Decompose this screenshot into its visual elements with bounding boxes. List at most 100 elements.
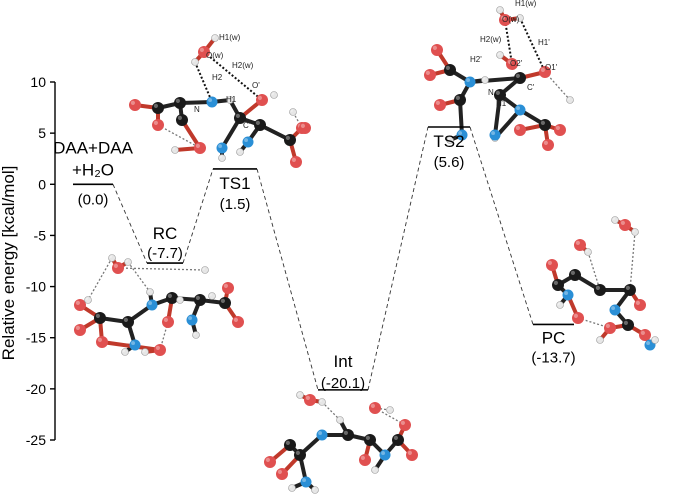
atom: [129, 339, 141, 351]
atom-highlight: [623, 320, 629, 325]
atom-highlight: [199, 47, 204, 53]
y-tick-label: 5: [38, 125, 46, 141]
atom-highlight: [585, 249, 589, 252]
y-tick-label: -25: [26, 432, 46, 448]
atom: [611, 216, 619, 224]
atom: [94, 312, 106, 324]
atom: [481, 76, 489, 84]
energy-value-label: (-20.1): [321, 375, 365, 392]
atom: [234, 112, 246, 124]
atom-highlight: [491, 131, 496, 135]
atom-highlight: [220, 298, 225, 303]
atom: [651, 336, 659, 344]
atom-highlight: [163, 317, 168, 322]
hydrogen-bond: [203, 51, 263, 101]
atom: [342, 429, 354, 441]
atom-highlight: [319, 399, 322, 402]
atom: [236, 148, 244, 156]
atom: [386, 406, 394, 414]
atom: [639, 329, 651, 341]
atom-annotations: O(w)H1(w)H2(w)H2O'H1NC'O(w)H1(w)H2(w)H1'…: [194, 0, 558, 130]
atom-highlight: [195, 295, 200, 300]
atom-highlight: [381, 451, 386, 456]
atom: [112, 262, 124, 274]
atom-annotation: C': [527, 83, 535, 92]
atom-annotation: H2': [470, 55, 482, 64]
atom-highlight: [202, 267, 205, 270]
atom-highlight: [432, 45, 437, 51]
atom: [254, 119, 266, 131]
atom-highlight: [172, 147, 175, 150]
atom: [499, 14, 511, 26]
atom-annotation: O(w): [206, 51, 224, 60]
y-tick-label: 0: [38, 176, 46, 192]
atom-highlight: [195, 143, 200, 148]
atom: [208, 292, 216, 300]
stage-label-line2: +H₂O: [72, 160, 114, 179]
atom-highlight: [130, 100, 135, 105]
atom: [584, 248, 592, 256]
atom: [431, 44, 443, 56]
atom: [84, 296, 92, 304]
atom: [552, 279, 564, 291]
atom: [572, 312, 584, 324]
atom-highlight: [235, 113, 240, 118]
atom-highlight: [175, 98, 180, 103]
hydrogen-bond: [519, 17, 546, 73]
atom-highlight: [227, 97, 230, 100]
atom: [152, 119, 164, 131]
molecular-structures: [74, 6, 659, 494]
connector-line: [182, 168, 214, 264]
atom-annotation: O(w): [502, 15, 520, 24]
atom-highlight: [97, 337, 102, 342]
atom: [122, 316, 134, 328]
atom: [211, 34, 219, 42]
atom: [624, 284, 636, 296]
atom-highlight: [515, 73, 521, 78]
atom: [496, 6, 504, 14]
bond: [493, 93, 502, 137]
y-tick-label: -20: [26, 381, 46, 397]
hydrogen-bond: [629, 231, 636, 291]
atom-annotation: C': [243, 121, 251, 130]
atom: [284, 134, 296, 146]
stage-label: PC: [542, 328, 566, 347]
atom-highlight: [393, 435, 398, 440]
atom-highlight: [148, 301, 152, 306]
atom-highlight: [445, 65, 450, 70]
atom: [542, 139, 554, 151]
atom-highlight: [337, 417, 340, 420]
atom-highlight: [482, 77, 485, 80]
atom-annotation: O1': [545, 63, 558, 72]
y-axis-title: Relative energy [kcal/mol]: [0, 166, 18, 361]
stage-label: TS1: [219, 174, 250, 193]
atom-highlight: [343, 430, 348, 435]
atom-highlight: [612, 217, 616, 220]
atom: [574, 239, 586, 251]
y-tick-label: -5: [34, 227, 47, 243]
atom-highlight: [365, 435, 370, 440]
atom-highlight: [318, 431, 323, 436]
stage-label: RC: [153, 224, 178, 243]
hydrogen-bond: [117, 267, 206, 271]
atom: [539, 66, 551, 78]
atom: [631, 228, 639, 236]
atom-annotation: H1: [496, 99, 507, 108]
atom: [198, 46, 210, 58]
atom: [194, 294, 206, 306]
atom-highlight: [113, 263, 118, 268]
hydrogen-bond: [87, 257, 113, 301]
atom-highlight: [85, 297, 88, 300]
atom: [304, 394, 316, 406]
atom: [146, 299, 158, 311]
atom: [294, 449, 306, 461]
atom: [124, 258, 132, 266]
atom: [154, 344, 166, 356]
atom: [494, 89, 506, 101]
atom-highlight: [540, 120, 546, 125]
atom-highlight: [516, 106, 520, 110]
atom: [299, 122, 311, 134]
atom: [392, 434, 404, 446]
atom-highlight: [455, 95, 460, 100]
atom-highlight: [652, 337, 656, 340]
